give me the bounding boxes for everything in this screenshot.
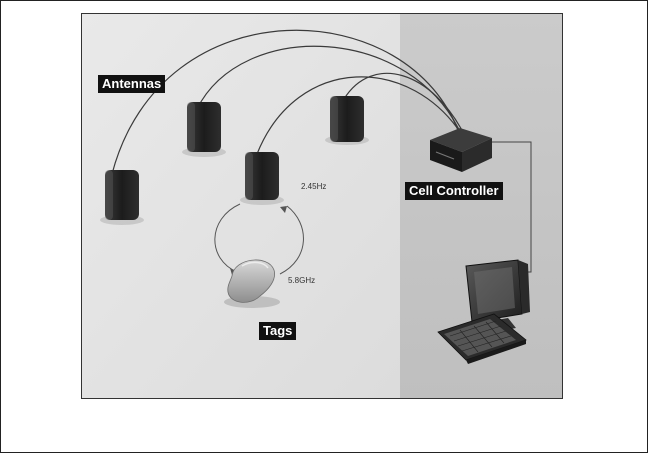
antennas-label: Antennas [98, 75, 165, 93]
antenna-icon [240, 152, 284, 205]
diagram-canvas [82, 14, 562, 398]
downlink-frequency-label: 5.8GHz [288, 276, 315, 285]
cell-controller-label: Cell Controller [405, 182, 503, 200]
tags-label: Tags [259, 322, 296, 340]
antenna-icon [325, 96, 369, 145]
antenna-icon [182, 102, 226, 157]
antenna-icon [100, 170, 144, 225]
diagram-figure: Antennas Cell Controller Tags 2.45Hz 5.8… [81, 13, 563, 399]
uplink-frequency-label: 2.45Hz [301, 182, 326, 191]
